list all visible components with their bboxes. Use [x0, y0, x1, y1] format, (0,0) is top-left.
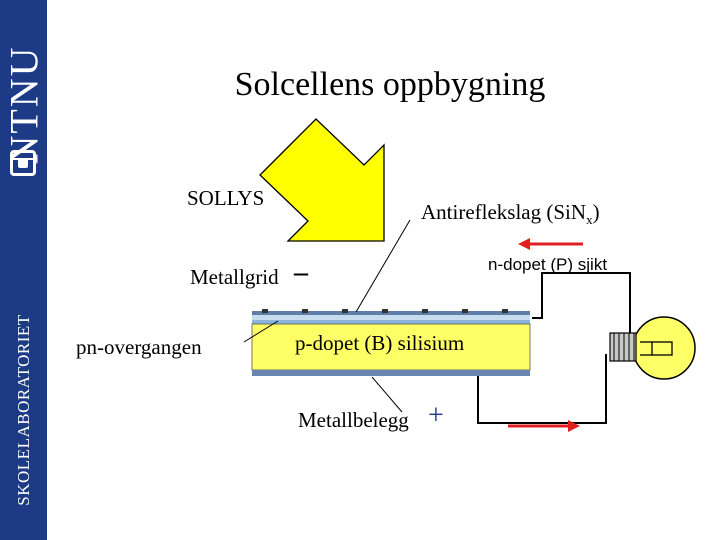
plus-sign: +: [428, 400, 444, 431]
metal-grid-fingers: [262, 309, 508, 313]
slide-title: Solcellens oppbygning: [234, 66, 546, 103]
n-doped-layer: [252, 320, 530, 324]
p-layer-label: p-dopet (B) silisium: [295, 331, 465, 355]
junction-label: pn-overgangen: [76, 335, 202, 359]
current-arrow-top-head: [518, 238, 530, 250]
p-doped-silicon: [251, 323, 531, 371]
wire-bottom: [477, 354, 607, 424]
antireflective-label-subscript: x: [586, 212, 593, 228]
antireflective-pointer: [355, 219, 411, 313]
metal-grid-label: Metallgrid: [190, 265, 279, 289]
back-contact-pointer: [371, 376, 403, 413]
back-contact-label: Metallbelegg: [298, 408, 409, 432]
antireflective-label-end: ): [592, 200, 600, 224]
junction-pointer: [243, 320, 279, 343]
sunlight-arrow-icon: [259, 118, 385, 242]
antireflective-label-n: N: [570, 200, 587, 224]
antireflective-layer: [252, 315, 530, 320]
back-metal-layer: [252, 370, 530, 376]
current-arrow-bottom-head: [568, 420, 580, 432]
sunlight-label: SOLLYS: [187, 186, 265, 210]
antireflective-label: Antireflekslag (SiNx): [421, 200, 600, 228]
sidebar-band: NTNU SKOLELABORATORIET: [0, 0, 47, 540]
minus-sign: –: [294, 257, 308, 288]
cell-top-edge: [252, 311, 530, 315]
wire-top: [532, 272, 631, 354]
light-bulb-icon: [609, 316, 696, 380]
n-layer-label: n-dopet (P) sjikt: [488, 255, 608, 274]
antireflective-label-main: Antireflekslag (Si: [421, 200, 571, 224]
ntnu-logo-icon: [10, 150, 36, 176]
